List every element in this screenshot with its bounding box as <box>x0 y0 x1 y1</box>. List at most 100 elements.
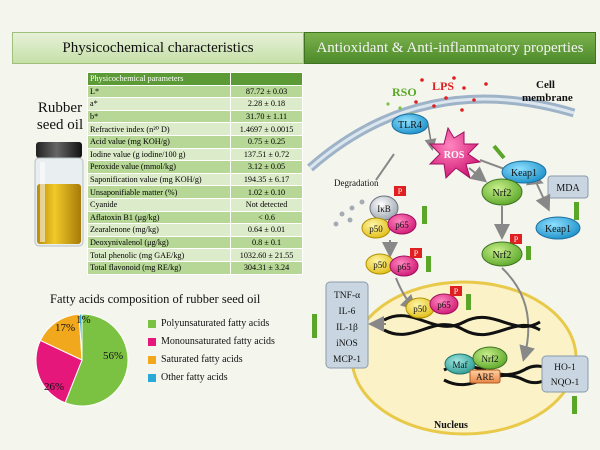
param-name: Unsaponifiable matter (%) <box>88 186 231 199</box>
param-name: Total flavonoid (mg RE/kg) <box>88 261 231 274</box>
pie-label-sfa: 17% <box>55 322 75 334</box>
table-row: Total phenolic (mg GAE/kg)1032.60 ± 21.5… <box>88 249 303 262</box>
mediator-il6: IL-6 <box>339 307 356 317</box>
param-value: 87.72 ± 0.03 <box>231 85 303 98</box>
p65-down-arrow <box>426 256 431 272</box>
oil-bottle-icon <box>30 140 88 250</box>
table-row: L*87.72 ± 0.03 <box>88 85 303 98</box>
param-name: Iodine value (g iodine/100 g) <box>88 148 231 161</box>
param-name: Aflatoxin B1 (μg/kg) <box>88 211 231 224</box>
ikb-label: IκB <box>377 204 391 214</box>
header-antioxidant: Antioxidant & Anti-inflammatory properti… <box>304 32 596 64</box>
mediator-tnf: TNF-α <box>334 291 360 301</box>
param-name: Refractive index (n²⁰ D) <box>88 123 231 136</box>
p50-label: p50 <box>369 224 383 234</box>
param-name: Total phenolic (mg GAE/kg) <box>88 249 231 262</box>
legend-swatch <box>148 374 156 382</box>
legend-swatch <box>148 320 156 328</box>
header-antioxidant-text: Antioxidant & Anti-inflammatory properti… <box>316 40 583 57</box>
nrf2-active-label: Nrf2 <box>493 250 512 261</box>
p65-label: p65 <box>395 220 409 230</box>
legend-label: Polyunsaturated fatty acids <box>161 318 269 329</box>
oil-label-line2: seed oil <box>30 117 90 134</box>
are-label: ARE <box>476 372 495 382</box>
table-row: Total flavonoid (mg RE/kg)304.31 ± 3.24 <box>88 261 303 274</box>
param-name: b* <box>88 110 231 123</box>
enzyme-ho1: HO-1 <box>554 363 576 373</box>
p50-nucleus-label: p50 <box>413 304 427 314</box>
degradation-label: Degradation <box>334 178 379 188</box>
mediator-mcp1: MCP-1 <box>333 355 361 365</box>
mda-down-arrow <box>574 202 579 220</box>
header-physicochemical: Physicochemical characteristics <box>12 32 304 64</box>
table-row: Acid value (mg KOH/g)0.75 ± 0.25 <box>88 135 303 148</box>
tlr4-signal-arrow <box>376 154 394 180</box>
legend-swatch <box>148 338 156 346</box>
table-header-row: Physicochemical parameters <box>88 73 303 86</box>
legend-item-pufa: Polyunsaturated fatty acids <box>148 318 275 329</box>
physicochemical-table: Physicochemical parameters L*87.72 ± 0.0… <box>87 72 303 275</box>
mda-label: MDA <box>556 183 580 194</box>
param-value: 0.64 ± 0.01 <box>231 224 303 237</box>
table-row: Zearalenone (mg/kg)0.64 ± 0.01 <box>88 224 303 237</box>
param-value: 3.12 ± 0.05 <box>231 161 303 174</box>
nrf2-nucleus-label: Nrf2 <box>482 354 499 364</box>
param-value: 1032.60 ± 21.55 <box>231 249 303 262</box>
legend-label: Saturated fatty acids <box>161 354 243 365</box>
param-name: Acid value (mg KOH/g) <box>88 135 231 148</box>
table-row: Peroxide value (mmol/kg)3.12 ± 0.05 <box>88 161 303 174</box>
param-name: Peroxide value (mmol/kg) <box>88 161 231 174</box>
antioxidant-up-arrow <box>572 396 577 414</box>
table-row: Deoxynivalenol (μg/kg)0.8 ± 0.1 <box>88 236 303 249</box>
rubber-seed-oil-label: Rubber seed oil <box>30 100 90 134</box>
degradation-particles <box>334 200 365 227</box>
param-value: 0.8 ± 0.1 <box>231 236 303 249</box>
param-name: Saponification value (mg KOH/g) <box>88 173 231 186</box>
param-value: 0.75 ± 0.25 <box>231 135 303 148</box>
keap1-free-label: Keap1 <box>545 224 571 235</box>
table-row: Iodine value (g iodine/100 g)137.51 ± 0.… <box>88 148 303 161</box>
pathway-diagram: RSO LPS Cell membrane TLR4 ROS MDA Keap1… <box>304 68 596 444</box>
mediator-il1b: IL-1β <box>336 323 358 333</box>
legend-item-other: Other fatty acids <box>148 372 275 383</box>
param-value: 31.70 ± 1.11 <box>231 110 303 123</box>
header-physicochemical-text: Physicochemical characteristics <box>62 40 253 57</box>
pie-label-mufa: 26% <box>44 381 64 393</box>
param-name: L* <box>88 85 231 98</box>
keap1-release-arrow <box>536 182 548 208</box>
param-name: Zearalenone (mg/kg) <box>88 224 231 237</box>
param-value: 194.35 ± 6.17 <box>231 173 303 186</box>
nrf2-up-arrow <box>526 246 531 260</box>
ros-to-keap1-arrow <box>469 168 484 180</box>
inflammatory-down-arrow <box>312 314 317 338</box>
param-value: 1.4697 ± 0.0015 <box>231 123 303 136</box>
nrf2-label: Nrf2 <box>493 188 512 199</box>
rso-label: RSO <box>392 85 417 99</box>
p65-nucleus-down-arrow <box>466 294 471 310</box>
legend-label: Monounsaturated fatty acids <box>161 336 275 347</box>
legend-item-mufa: Monounsaturated fatty acids <box>148 336 275 347</box>
param-value: < 0.6 <box>231 211 303 224</box>
maf-label: Maf <box>453 360 468 370</box>
param-name: a* <box>88 98 231 111</box>
pie-label-pufa: 56% <box>103 350 123 362</box>
p65-free-label: p65 <box>397 262 411 272</box>
fatty-acids-legend: Polyunsaturated fatty acids Monounsatura… <box>148 318 275 390</box>
table-row: b*31.70 ± 1.11 <box>88 110 303 123</box>
p50-free-label: p50 <box>373 260 387 270</box>
ros-label: ROS <box>444 150 465 161</box>
table-row: Unsaponifiable matter (%)1.02 ± 0.10 <box>88 186 303 199</box>
ikb-phospho-label: P <box>398 187 403 196</box>
keap1-label: Keap1 <box>511 168 537 179</box>
lps-label: LPS <box>432 79 454 93</box>
nucleus-label: Nucleus <box>434 420 468 431</box>
table-row: Saponification value (mg KOH/g)194.35 ± … <box>88 173 303 186</box>
table-row: Refractive index (n²⁰ D)1.4697 ± 0.0015 <box>88 123 303 136</box>
cell-membrane-label-1: Cell <box>536 79 555 91</box>
param-value: Not detected <box>231 198 303 211</box>
param-value: 2.28 ± 0.18 <box>231 98 303 111</box>
ros-down-arrow <box>494 146 504 158</box>
legend-label: Other fatty acids <box>161 372 228 383</box>
p65-nucleus-phospho-label: P <box>454 287 459 296</box>
